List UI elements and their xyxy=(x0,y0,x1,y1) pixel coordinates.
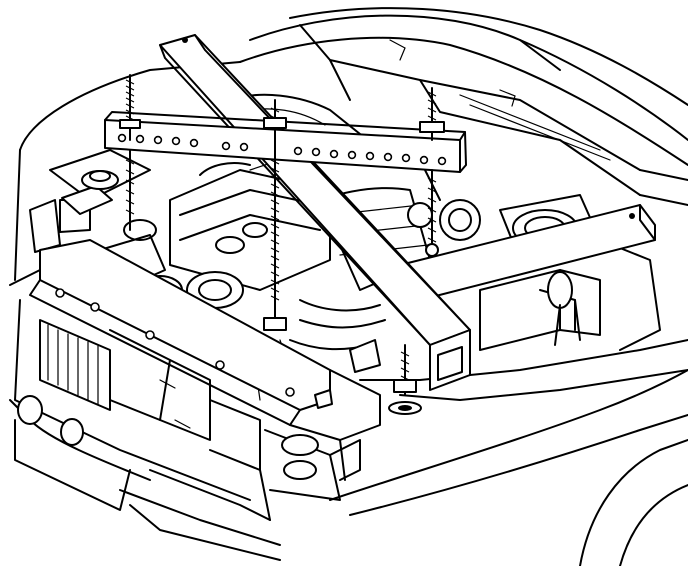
threaded-lift-rods xyxy=(119,74,445,331)
crossbar-holes xyxy=(117,133,447,166)
hood-and-windshield xyxy=(239,7,688,206)
threaded-rod-left xyxy=(119,74,141,231)
threaded-rod-center xyxy=(263,99,287,331)
radiator-support-and-bumper xyxy=(9,239,381,561)
left-fender-apron xyxy=(9,61,241,286)
fender xyxy=(329,339,688,566)
support-fixture-crossbar xyxy=(104,111,467,173)
support-foot xyxy=(388,344,422,415)
support-fixture-diagonal-rail xyxy=(159,34,471,391)
threaded-rod-right xyxy=(419,87,445,257)
